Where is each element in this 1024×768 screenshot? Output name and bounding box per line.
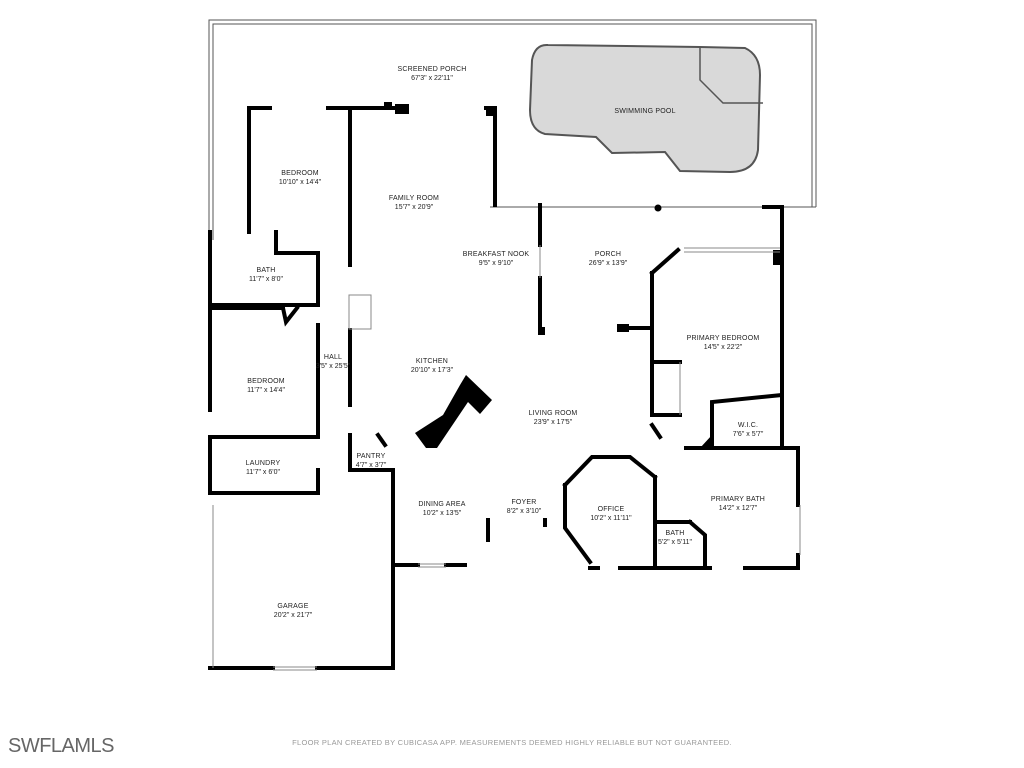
screened-porch-outline (208, 19, 817, 240)
floor-plan-disclaimer: FLOOR PLAN CREATED BY CUBICASA APP. MEAS… (292, 738, 732, 747)
thin-lines (212, 245, 801, 671)
pool-spa-line (699, 47, 763, 104)
room-label-wic: W.I.C.7'6" x 5'7" (732, 422, 764, 438)
walls (208, 106, 800, 670)
room-label-swimming-pool: SWIMMING POOL (614, 108, 676, 115)
mls-watermark: SWFLAMLS (8, 735, 115, 757)
swimming-pool (528, 43, 762, 174)
wall-fills (384, 102, 783, 448)
